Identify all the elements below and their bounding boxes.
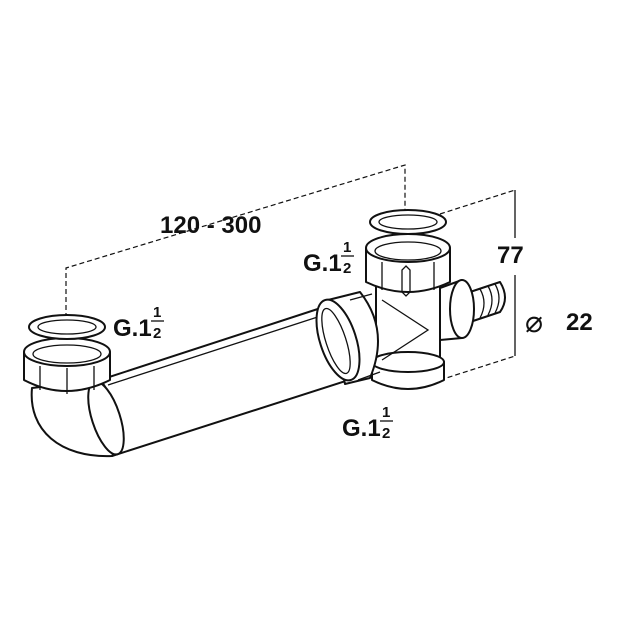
diameter-icon: ⌀ xyxy=(525,306,543,339)
svg-text:G.1: G.1 xyxy=(342,415,381,442)
svg-text:G.1: G.1 xyxy=(113,315,152,342)
tee-body xyxy=(371,284,445,390)
thread-label-bottom: G.1 1 2 xyxy=(342,404,393,442)
thread-label-top: G.1 1 2 xyxy=(303,239,354,277)
top-washer xyxy=(369,209,447,235)
left-nut xyxy=(23,337,111,394)
thread-label-left: G.1 1 2 xyxy=(113,304,164,342)
svg-text:2: 2 xyxy=(343,260,351,277)
svg-text:1: 1 xyxy=(343,239,351,256)
svg-text:2: 2 xyxy=(153,325,161,342)
side-hose-connector xyxy=(439,279,506,341)
diameter-label: 22 xyxy=(566,309,593,336)
svg-text:1: 1 xyxy=(382,404,390,421)
height-dimension-lines xyxy=(439,189,516,381)
length-range-label: 120 - 300 xyxy=(160,212,261,239)
svg-text:2: 2 xyxy=(382,425,390,442)
top-nut xyxy=(365,233,451,297)
svg-text:1: 1 xyxy=(153,304,161,321)
svg-text:G.1: G.1 xyxy=(303,250,342,277)
height-label: 77 xyxy=(497,242,524,269)
left-washer xyxy=(28,314,106,340)
pipe-nut xyxy=(315,291,381,385)
length-dimension-lines xyxy=(65,164,406,318)
